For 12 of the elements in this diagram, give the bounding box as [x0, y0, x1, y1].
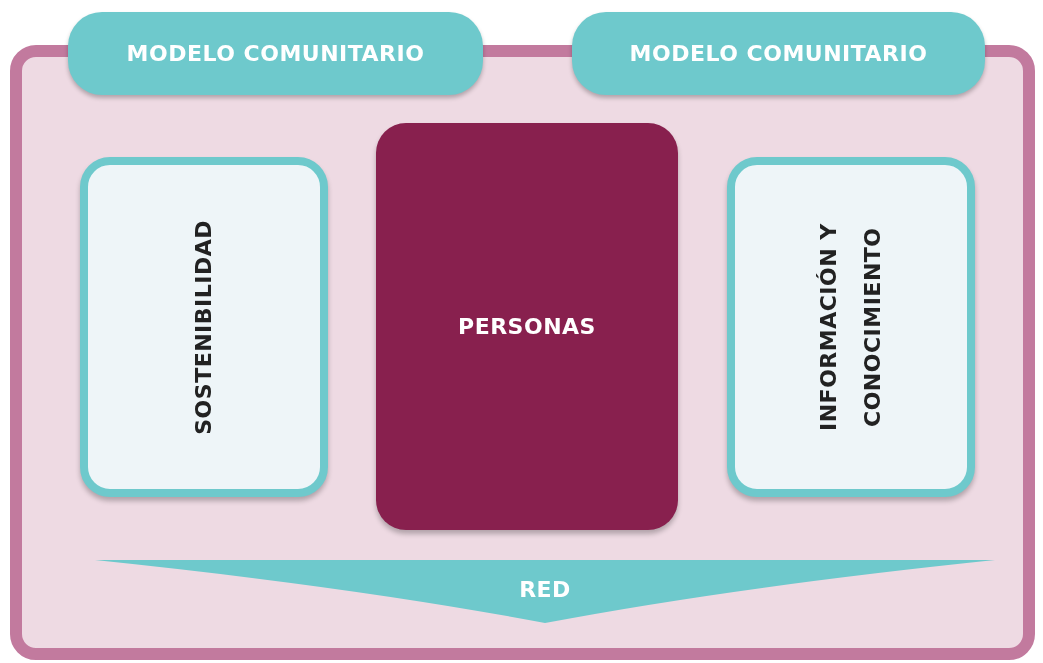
- content-box: [80, 157, 328, 497]
- tab-panel: [68, 12, 483, 95]
- vertical-label: INFORMACIÓN Y CONOCIMIENTO: [815, 222, 886, 433]
- vertical-label: SOSTENIBILIDAD: [190, 219, 217, 435]
- tab-label: MODELO COMUNITARIO: [629, 41, 928, 66]
- frame-panel: [10, 45, 1035, 660]
- banner-label: RED: [519, 576, 571, 602]
- tab-label: MODELO COMUNITARIO: [126, 41, 425, 66]
- box-label: PERSONAS: [458, 314, 596, 339]
- content-box: [727, 157, 975, 497]
- tab-panel: [572, 12, 985, 95]
- central-box: [376, 123, 678, 530]
